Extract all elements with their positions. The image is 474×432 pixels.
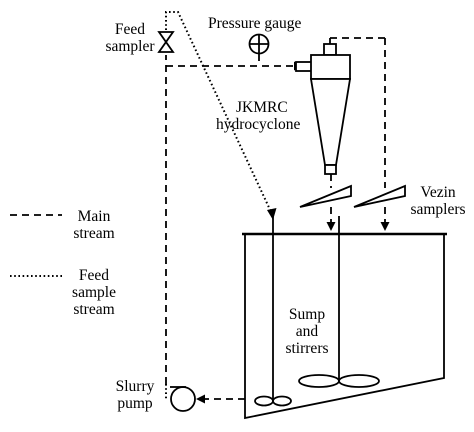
legend-feed-sample-stream-label: Feed sample stream <box>72 267 116 318</box>
stirrer-blade-1b <box>272 395 292 407</box>
vezin-1-arrow <box>326 222 336 231</box>
vezin-samplers-label: Vezin samplers <box>410 184 466 218</box>
stirrer-blade-1a <box>254 395 274 407</box>
feed-sample-path <box>165 11 273 215</box>
feed-sampler-label: Feed sampler <box>105 21 155 55</box>
slurry-pump-label: Slurry pump <box>115 378 155 412</box>
pump-inlet-arrow <box>196 394 205 404</box>
pressure-gauge-label: Pressure gauge <box>208 15 302 32</box>
hydrocyclone-label: JKMRC hydrocyclone <box>216 99 301 133</box>
feed-sample-stream-lines <box>10 11 273 400</box>
vezin-sampler-1-icon <box>299 184 352 208</box>
stirrer-blade-2a <box>298 374 340 388</box>
vezin-2-arrow <box>380 222 390 231</box>
legend-main-stream-label: Main stream <box>73 208 115 242</box>
stirrers <box>254 214 380 407</box>
vezin-sampler-2-icon <box>353 184 406 208</box>
sample-stream-arrow <box>267 208 277 220</box>
sump-and-stirrers-label: Sump and stirrers <box>285 306 329 357</box>
slurry-pump-icon <box>170 386 196 412</box>
stirrer-blade-2b <box>338 374 380 388</box>
hydrocyclone-icon <box>295 43 352 175</box>
sump-tank <box>244 234 445 420</box>
feed-sampler-valve-icon <box>157 31 175 53</box>
